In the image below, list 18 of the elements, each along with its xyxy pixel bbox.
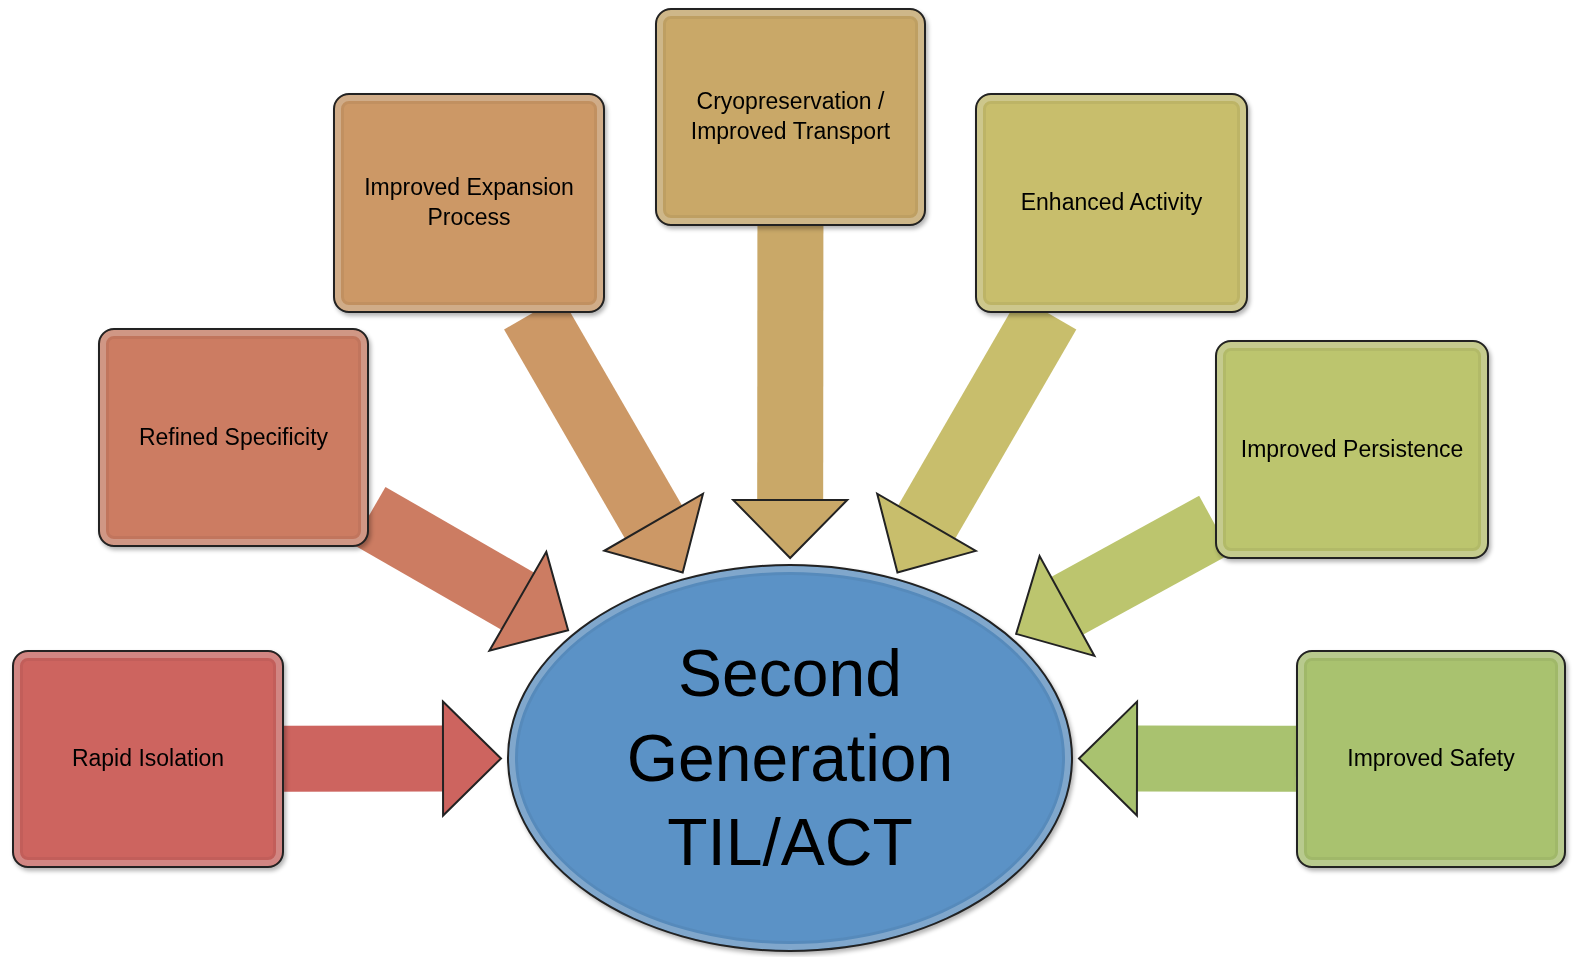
box-label: Refined Specificity: [138, 422, 329, 452]
block-arrow: [732, 225, 849, 559]
box-label: Cryopreservation / Improved Transport: [689, 87, 892, 146]
box-label: Improved Safety: [1347, 744, 1515, 774]
factor-box: [98, 328, 369, 547]
box-label: Rapid Isolation: [71, 744, 225, 774]
factor-box: [333, 93, 605, 313]
block-arrow: [283, 700, 502, 817]
factor-box: [655, 8, 926, 226]
box-label: Improved Persistence: [1240, 434, 1464, 464]
factor-box: [975, 93, 1248, 313]
box-label: Improved Expansion Process: [363, 173, 575, 232]
block-arrow: [1078, 700, 1297, 817]
factor-box: [1215, 340, 1489, 559]
center-title: Second Generation TIL/ACT: [625, 635, 955, 882]
factor-box: [1296, 650, 1566, 868]
factor-box: [12, 650, 284, 868]
box-label: Enhanced Activity: [1020, 188, 1203, 218]
